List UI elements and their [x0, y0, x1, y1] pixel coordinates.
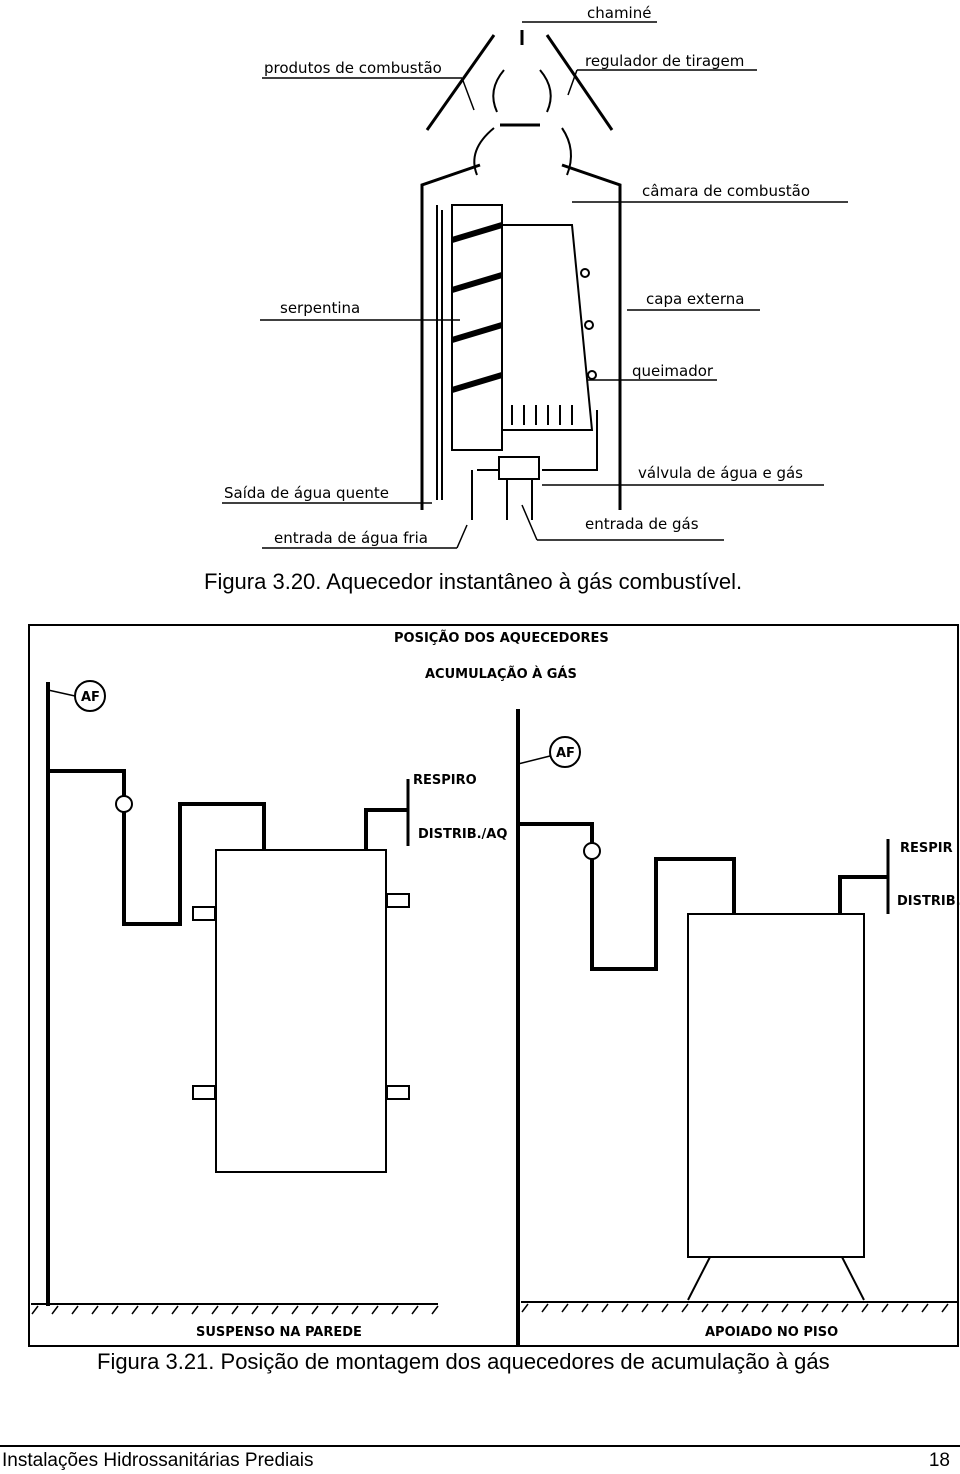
right-af-label: AF: [556, 746, 575, 761]
label-hot-water-outlet: Saída de água quente: [224, 484, 389, 502]
footer-divider: [0, 1445, 960, 1447]
instantaneous-heater-diagram: chaminé produtos de combustão regulador …: [222, 4, 848, 549]
left-distrib-label: DISTRIB./AQ: [418, 827, 507, 842]
left-af-label: AF: [81, 690, 100, 705]
label-burner: queimador: [632, 362, 714, 380]
label-cold-water-inlet: entrada de água fria: [274, 529, 428, 547]
storage-heater-mounting-diagram: POSIÇÃO DOS AQUECEDORES ACUMULAÇÃO À GÁS…: [28, 624, 960, 1347]
right-distrib-label: DISTRIB.: [897, 894, 960, 909]
label-combustion-chamber: câmara de combustão: [642, 182, 810, 200]
figure-caption-3-20: Figura 3.20. Aquecedor instantâneo à gás…: [204, 569, 743, 594]
label-coil: serpentina: [280, 299, 360, 317]
right-mount-caption: APOIADO NO PISO: [705, 1325, 838, 1340]
label-draft-regulator: regulador de tiragem: [585, 52, 744, 70]
label-combustion-products: produtos de combustão: [264, 59, 442, 77]
fig2-title-line2: ACUMULAÇÃO À GÁS: [425, 666, 577, 682]
label-water-gas-valve: válvula de água e gás: [638, 464, 803, 482]
left-mount-caption: SUSPENSO NA PAREDE: [196, 1325, 362, 1340]
footer-title: Instalações Hidrossanitárias Prediais: [2, 1450, 314, 1471]
label-outer-cover: capa externa: [646, 290, 744, 308]
figure-caption-3-21: Figura 3.21. Posição de montagem dos aqu…: [97, 1349, 830, 1374]
right-vent-label: RESPIR: [900, 841, 953, 856]
fig2-title-line1: POSIÇÃO DOS AQUECEDORES: [394, 630, 609, 646]
label-chimney: chaminé: [587, 4, 651, 22]
page-number: 18: [928, 1450, 950, 1471]
label-gas-inlet: entrada de gás: [585, 515, 699, 533]
left-vent-label: RESPIRO: [413, 773, 477, 788]
